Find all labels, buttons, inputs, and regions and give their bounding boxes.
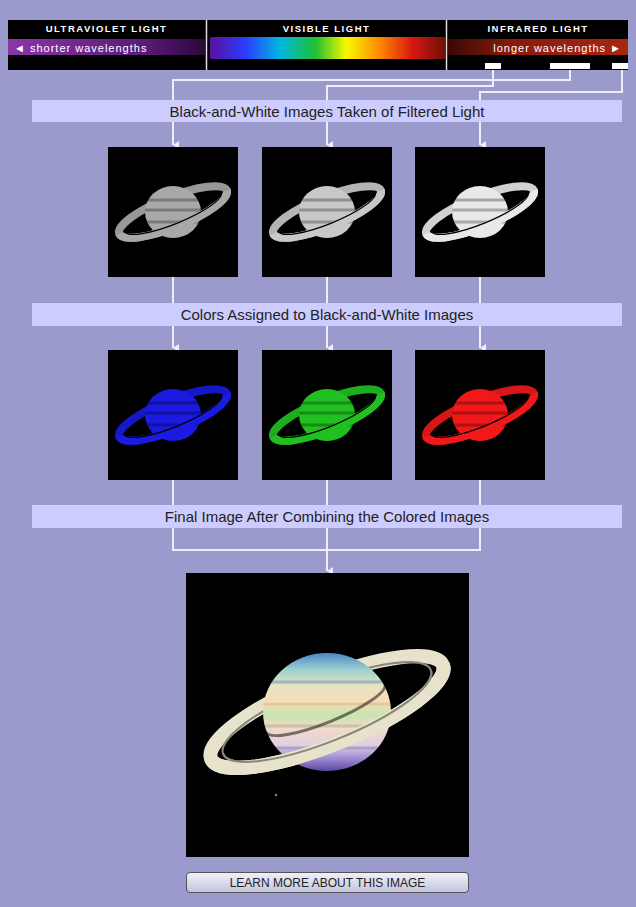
artwork-part <box>211 665 455 789</box>
node-label: LEARN MORE ABOUT THIS IMAGE <box>230 876 426 890</box>
artwork-part <box>172 326 174 348</box>
artwork-part <box>326 122 328 145</box>
saturn-blue <box>114 379 233 450</box>
spectrum-bar <box>8 20 628 70</box>
node-label: INFRARED LIGHT <box>448 23 628 34</box>
node-label: VISIBLE LIGHT <box>208 23 445 34</box>
infrared-section: INFRARED LIGHT longer wavelengths ► <box>448 20 628 70</box>
artwork-part <box>199 635 456 790</box>
artwork-part <box>257 682 397 748</box>
artwork-part <box>479 326 481 348</box>
node-label: Colors Assigned to Black-and-White Image… <box>181 306 474 323</box>
artwork-part <box>326 277 328 303</box>
artwork-part <box>326 528 328 571</box>
saturn-uv <box>114 176 233 247</box>
visible-section: VISIBLE LIGHT <box>208 20 445 70</box>
wavelength-label: ◄ shorter wavelengths <box>14 42 147 54</box>
artwork-part <box>223 670 442 781</box>
moon-dot <box>275 794 277 796</box>
ultraviolet-section: ULTRAVIOLET LIGHT ◄ shorter wavelengths <box>8 20 205 70</box>
saturn-green <box>268 379 387 450</box>
artwork-part <box>326 480 328 505</box>
image-frame <box>262 147 392 277</box>
image-frame <box>415 147 545 277</box>
infrared-band <box>448 39 628 55</box>
node-label: Black-and-White Images Taken of Filtered… <box>170 103 485 120</box>
filter-marker <box>550 63 590 69</box>
visible-rainbow <box>210 37 445 59</box>
final-image-frame <box>186 573 469 857</box>
artwork-part <box>172 480 174 505</box>
artwork-part <box>199 635 456 790</box>
saturn-infrared <box>421 176 540 247</box>
artwork-part <box>257 681 397 684</box>
node-label: ULTRAVIOLET LIGHT <box>8 23 205 34</box>
saturn-visible <box>268 176 387 247</box>
artwork-part <box>326 326 328 348</box>
step-band: Black-and-White Images Taken of Filtered… <box>32 100 622 122</box>
wavelength-label: longer wavelengths ► <box>493 42 622 54</box>
ultraviolet-band <box>8 39 205 55</box>
step-band: Final Image After Combining the Colored … <box>32 505 622 528</box>
artwork-part <box>479 122 481 145</box>
artwork-part <box>172 122 174 145</box>
filter-marker <box>612 63 628 69</box>
node-label: Final Image After Combining the Colored … <box>165 508 489 525</box>
image-frame <box>108 350 238 480</box>
artwork-part <box>479 480 481 505</box>
image-frame <box>108 147 238 277</box>
image-frame <box>262 350 392 480</box>
artwork-part <box>266 684 390 745</box>
saturn-final <box>199 635 456 790</box>
artwork-part <box>257 703 397 706</box>
separator <box>206 20 208 70</box>
filter-marker <box>485 63 501 69</box>
artwork-part <box>479 277 481 303</box>
image-frame <box>415 350 545 480</box>
learn-more-button: LEARN MORE ABOUT THIS IMAGE <box>186 872 469 893</box>
saturn-red <box>421 379 540 450</box>
artwork-part <box>210 661 456 789</box>
artwork-part <box>172 277 174 303</box>
separator <box>446 20 448 70</box>
filter-connector <box>173 70 622 100</box>
step-band: Colors Assigned to Black-and-White Image… <box>32 303 622 326</box>
